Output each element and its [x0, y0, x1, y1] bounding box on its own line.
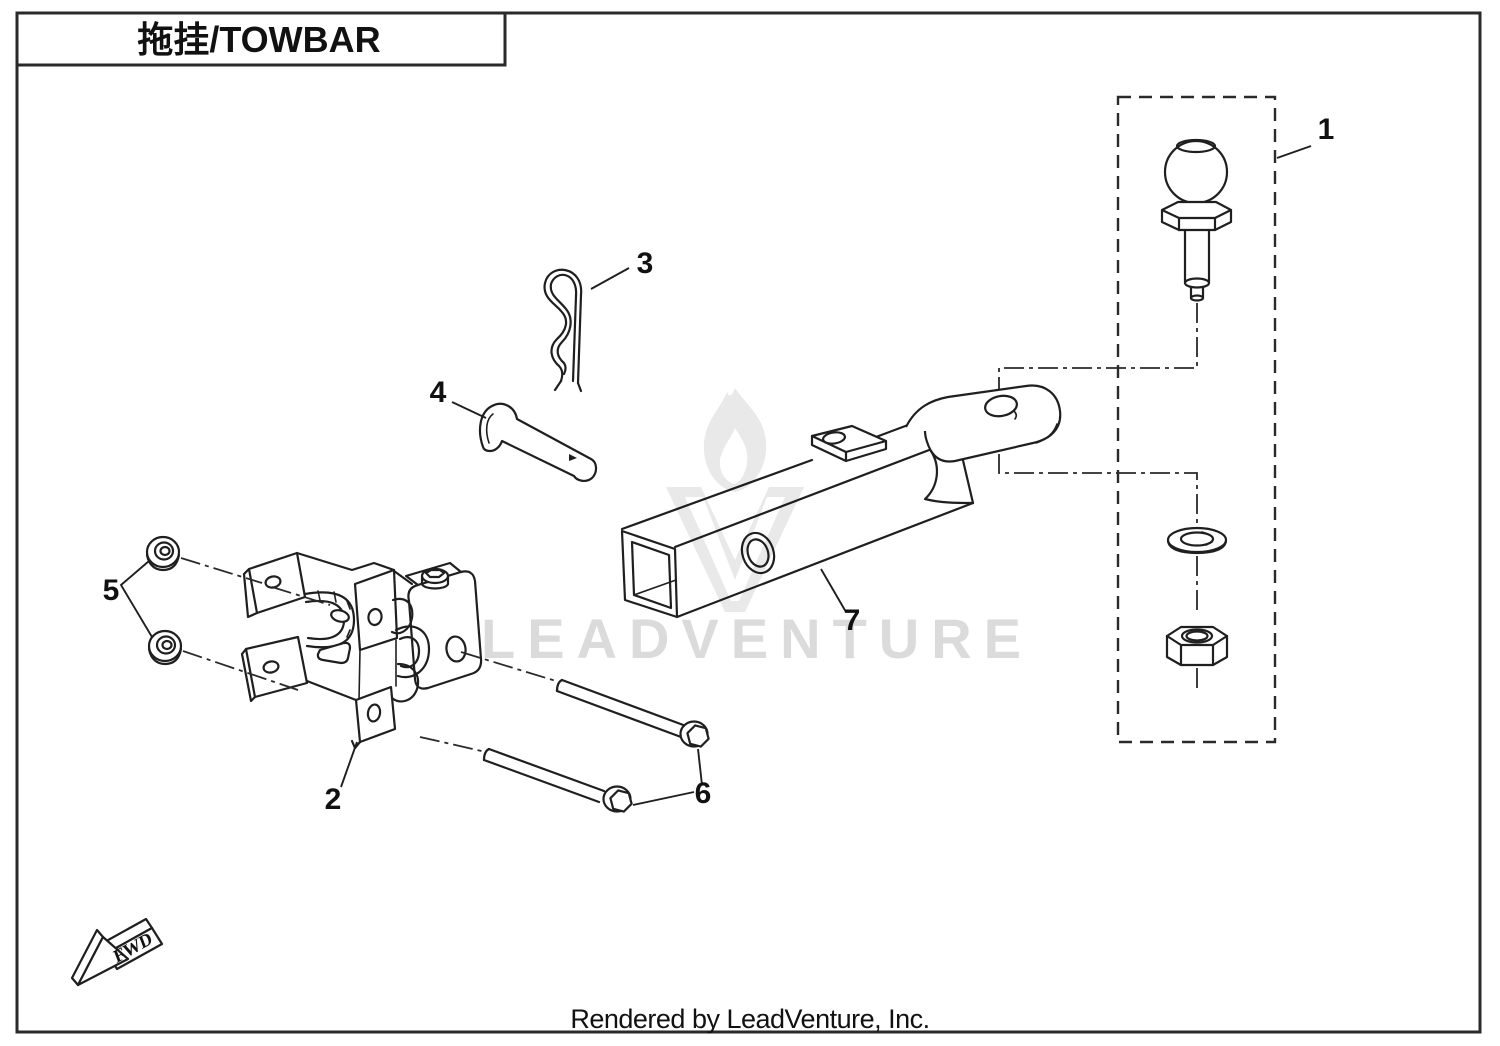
ball-mount-tongue: [905, 384, 1062, 505]
watermark-text: LEADVENTURE: [481, 607, 1033, 670]
bracket-receiver-box: [404, 561, 483, 690]
ball-shank: [1183, 228, 1211, 302]
hex-bolt-upper: [555, 678, 710, 748]
part-4-hitch-pin: 4: [430, 376, 598, 482]
tube-open-end: [620, 529, 679, 619]
part-3-r-clip: 3: [543, 247, 654, 393]
ball-flat-top: [1175, 138, 1217, 154]
callout-2-leader: [340, 741, 358, 788]
fwd-arrowhead: [76, 935, 130, 987]
bracket-clevis-jaws: [390, 597, 431, 703]
watermark-flame-icon: [703, 388, 767, 492]
callout-3-label: 3: [637, 247, 654, 280]
title-box: [15, 11, 507, 67]
callout-5-leader: [119, 560, 153, 638]
bracket-lower-wing: [240, 635, 309, 703]
tube-top-back-edge: [620, 423, 910, 531]
callout-4-label: 4: [430, 376, 447, 409]
callout-5-label: 5: [103, 574, 120, 607]
callout-3-leader: [590, 267, 630, 290]
flange-nut-top: [145, 535, 181, 572]
bracket-lower-flange: [350, 685, 397, 750]
flange-nut-bottom: [147, 629, 183, 666]
bracket-top-bridge: [392, 569, 414, 586]
receiver-side-hole: [445, 635, 467, 663]
callout-4-leader: [451, 401, 487, 419]
bracket-top-edge: [295, 551, 396, 572]
callout-1-label: 1: [1318, 113, 1335, 146]
bolt-hex-head: [609, 789, 633, 813]
bracket-poly-hole: [316, 641, 352, 665]
footer-credit: Rendered by LeadVenture, Inc.: [570, 1004, 929, 1034]
page-title: 拖挂/TOWBAR: [137, 19, 380, 60]
dashed-boundary-box: [1116, 95, 1277, 744]
bolt-hex-head: [686, 724, 710, 748]
part-7-towbar: 7: [620, 384, 1062, 637]
drawing-border: [15, 11, 1482, 1034]
bracket-bottom-edge: [305, 679, 358, 702]
part-6-hex-bolts: 6: [482, 678, 712, 813]
title-block: 拖挂/TOWBAR: [15, 11, 507, 67]
part-5-flange-nuts: 5: [103, 535, 557, 753]
bracket-upper-wing: [242, 551, 307, 619]
watermark: LEADVENTURE: [481, 388, 1033, 670]
callout-2-label: 2: [325, 783, 342, 816]
centerline-ball-to-mount: [998, 303, 1198, 391]
part-1-hitch-ball-assembly: 1: [998, 95, 1335, 744]
ball-hex-flange: [1160, 200, 1233, 232]
hex-bolt-lower: [482, 747, 633, 813]
part-2-mount-bracket: 2: [240, 551, 483, 816]
tube-top-tab: [810, 424, 888, 463]
fwd-orientation-arrow: FWD: [70, 917, 164, 987]
callout-6-leader-lower: [632, 791, 695, 806]
callout-6-leader-upper: [697, 748, 703, 786]
bolt-axis-centerlines: [180, 557, 557, 753]
tongue-hole: [984, 394, 1018, 418]
bracket-oval-hole: [330, 609, 350, 623]
tube-top-front-edge: [673, 437, 960, 549]
callout-7-label: 7: [844, 604, 861, 637]
lock-washer: [1166, 526, 1228, 555]
hex-nut: [1165, 625, 1229, 667]
callout-6-label: 6: [695, 777, 712, 810]
bracket-center-plate: [353, 568, 399, 701]
watermark-v-icon: [666, 487, 804, 612]
hitch-ball: [1163, 139, 1229, 205]
callout-7-leader: [820, 568, 847, 613]
callout-1-leader: [1276, 145, 1312, 159]
pin-detent-mark: [569, 454, 577, 461]
